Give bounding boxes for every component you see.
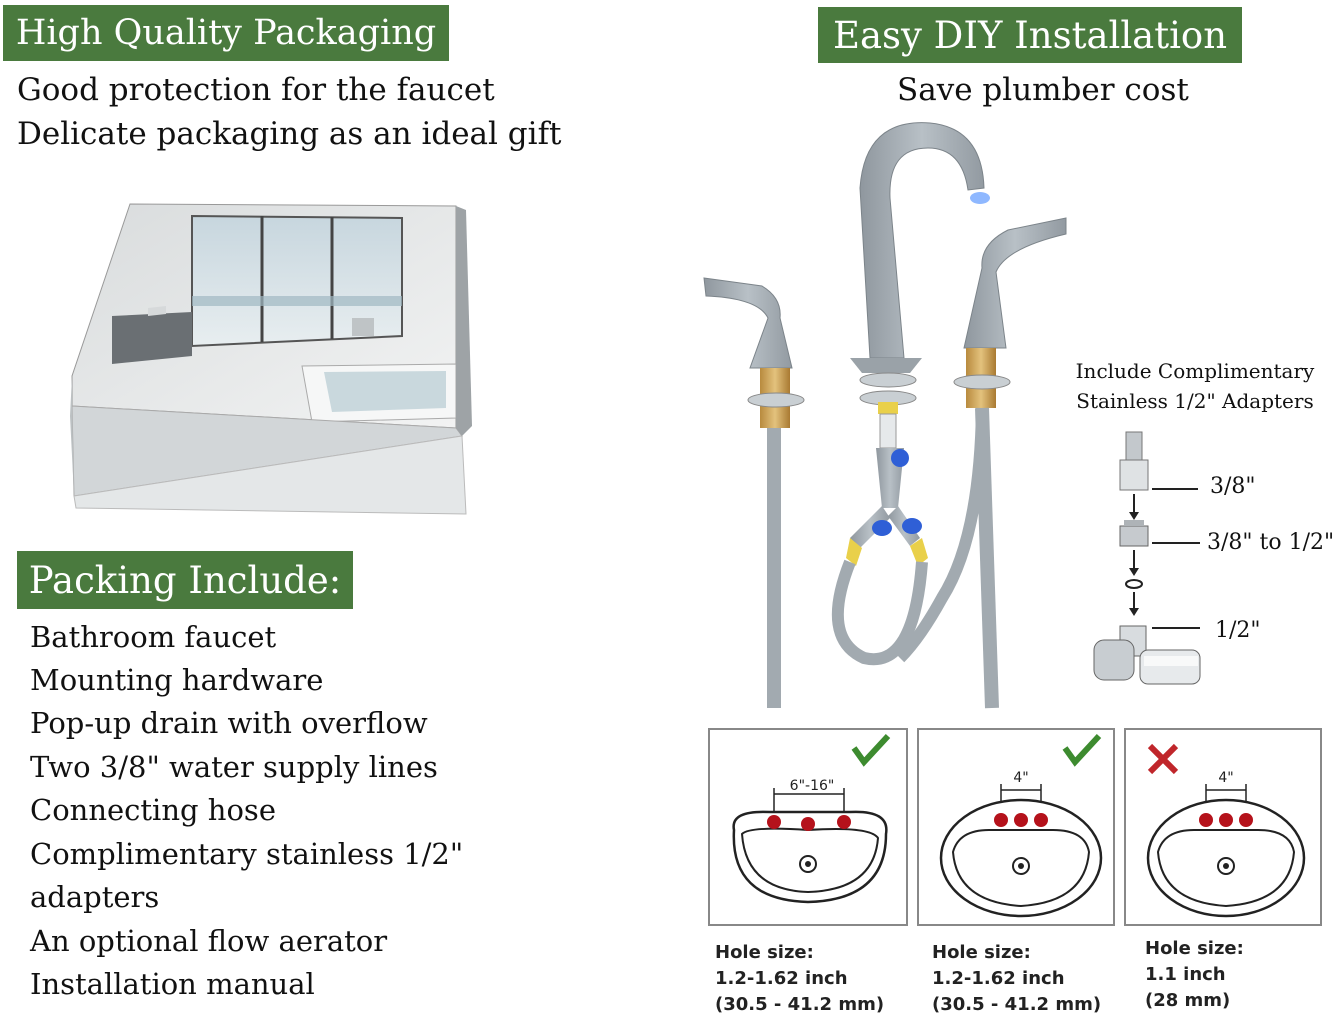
adapter-leader-lines [1152,488,1200,629]
sink-diagram-2: 4" [939,733,1103,918]
check-icon [851,733,891,767]
pack-item: Connecting hose [30,793,276,827]
packaging-banner: High Quality Packaging [3,5,449,61]
packaging-box-image [70,203,472,515]
intro-line-2: Delicate packaging as an ideal gift [17,116,562,152]
hole-size-inch: 1.2-1.62 inch [715,968,848,989]
hole-size-text-3: Hole size: 1.1 inch (28 mm) [1145,936,1244,1014]
hole-size-label: Hole size: [1145,938,1244,959]
pack-item: Complimentary stainless 1/2" [30,837,464,871]
pack-item: Two 3/8" water supply lines [30,750,438,784]
pack-item: adapters [30,880,160,914]
pack-item: Pop-up drain with overflow [30,706,428,740]
adapter-label-3-8-to-1-2: 3/8" to 1/2" [1207,530,1335,555]
hole-size-mm: (30.5 - 41.2 mm) [932,994,1102,1015]
spread-label: 6"-16" [790,778,835,794]
check-icon [1062,733,1102,767]
spread-label: 4" [1218,770,1233,786]
hole-size-inch: 1.2-1.62 inch [932,968,1065,989]
hole-size-mm: (30.5 - 41.2 mm) [715,994,885,1015]
hole-size-inch: 1.1 inch [1145,964,1226,985]
sink-panel-1: 6"-16" [708,728,908,926]
sink-panel-3: 4" [1124,728,1322,926]
complimentary-title-line-1: Include Complimentary [1075,359,1315,383]
pack-item: Bathroom faucet [30,620,277,654]
sink-diagram-1: 6"-16" [732,733,891,904]
sink-diagram-3: 4" [1146,743,1306,918]
faucet-image [703,122,1067,709]
pack-item: Mounting hardware [30,663,324,697]
installation-banner: Easy DIY Installation [818,7,1242,63]
complimentary-title-line-2: Stainless 1/2" Adapters [1076,389,1314,413]
adapter-label-3-8: 3/8" [1210,474,1256,499]
adapter-label-1-2: 1/2" [1215,618,1261,643]
pack-item: An optional flow aerator [30,924,388,958]
intro-line-1: Good protection for the faucet [17,72,495,108]
hole-size-label: Hole size: [932,942,1031,963]
hole-size-text-1: Hole size: 1.2-1.62 inch (30.5 - 41.2 mm… [715,940,884,1018]
hole-size-label: Hole size: [715,942,814,963]
cross-icon [1147,743,1179,775]
hole-size-mm: (28 mm) [1145,990,1231,1011]
sink-panel-2: 4" [917,728,1115,926]
save-cost-subtitle: Save plumber cost [897,72,1189,108]
adapters-diagram [1093,431,1201,685]
pack-item: Installation manual [30,967,315,1001]
hole-size-text-2: Hole size: 1.2-1.62 inch (30.5 - 41.2 mm… [932,940,1101,1018]
packing-include-banner: Packing Include: [17,551,353,609]
complimentary-adapters-title: Include Complimentary Stainless 1/2" Ada… [1062,356,1328,416]
spread-label: 4" [1013,770,1028,786]
